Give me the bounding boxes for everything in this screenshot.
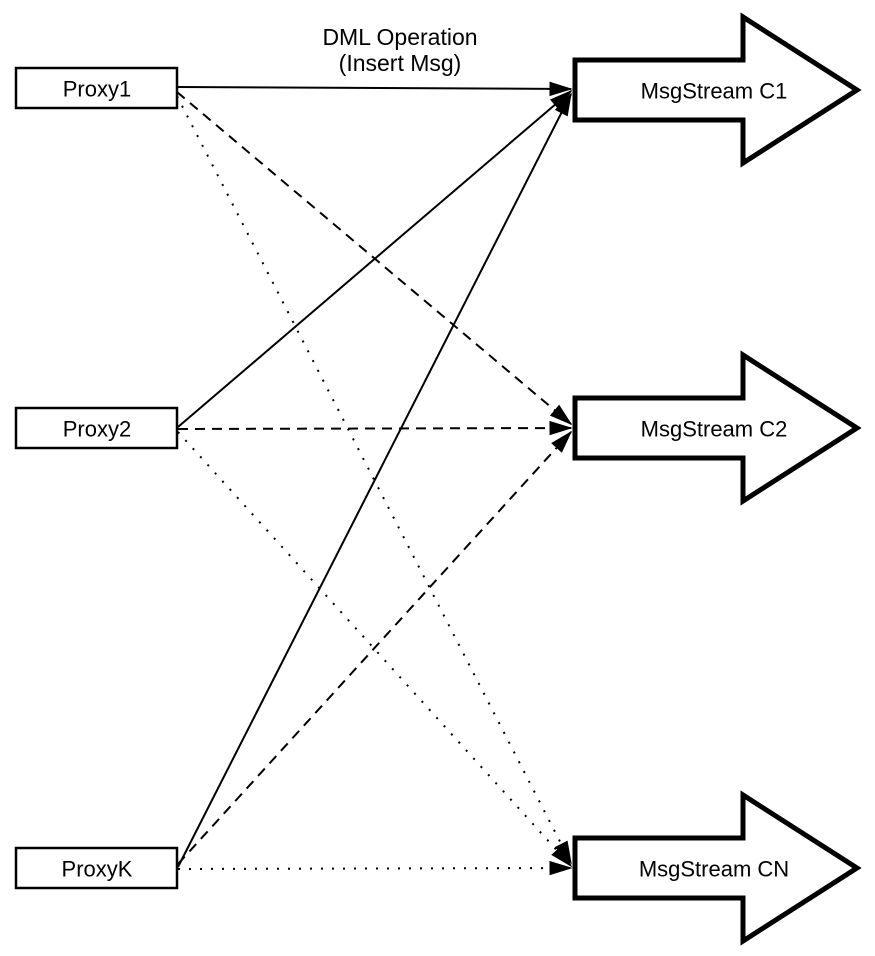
annotation-line1: DML Operation (322, 24, 477, 50)
msgstream-c1-arrow (572, 12, 862, 168)
msgstream-c1-node: MsgStream C1 (572, 12, 862, 168)
msgstream-c2-arrow (572, 350, 862, 506)
edge-proxy1-cn-dotted (176, 95, 572, 865)
annotation-line2: (Insert Msg) (339, 50, 462, 76)
proxyk-label: ProxyK (62, 857, 133, 882)
edge-proxyk-cn-dotted (177, 860, 573, 876)
msgstream-cn-arrow (572, 790, 862, 946)
dml-operation-annotation: DML Operation (Insert Msg) (322, 24, 477, 76)
proxy1-label: Proxy1 (63, 77, 131, 102)
msgstream-cn-label: MsgStream CN (639, 857, 789, 882)
edge-proxy1-c1-solid (176, 81, 573, 97)
proxy-nodes: Proxy1 Proxy2 ProxyK (14, 66, 179, 890)
msgstream-nodes: MsgStream C1 MsgStream C2 MsgStream CN (572, 12, 862, 946)
msgstream-c2-label: MsgStream C2 (641, 417, 788, 442)
edge-proxy1-c2-dashed (176, 91, 573, 426)
proxy2-label: Proxy2 (63, 417, 131, 442)
proxy1-node: Proxy1 (14, 66, 179, 110)
msgstream-c1-label: MsgStream C1 (641, 79, 788, 104)
edge-proxy2-c2-dashed (177, 420, 573, 436)
proxy2-box (14, 406, 179, 450)
proxyk-box (14, 846, 179, 890)
proxy2-node: Proxy2 (14, 406, 179, 450)
proxyk-node: ProxyK (14, 846, 179, 890)
msgstream-c2-node: MsgStream C2 (572, 350, 862, 506)
edge-proxyk-c1-solid (177, 92, 572, 868)
proxy1-box (14, 66, 179, 110)
edge-proxyk-c2-dashed (177, 430, 573, 865)
msgstream-cn-node: MsgStream CN (572, 790, 862, 946)
edge-group (176, 81, 573, 876)
